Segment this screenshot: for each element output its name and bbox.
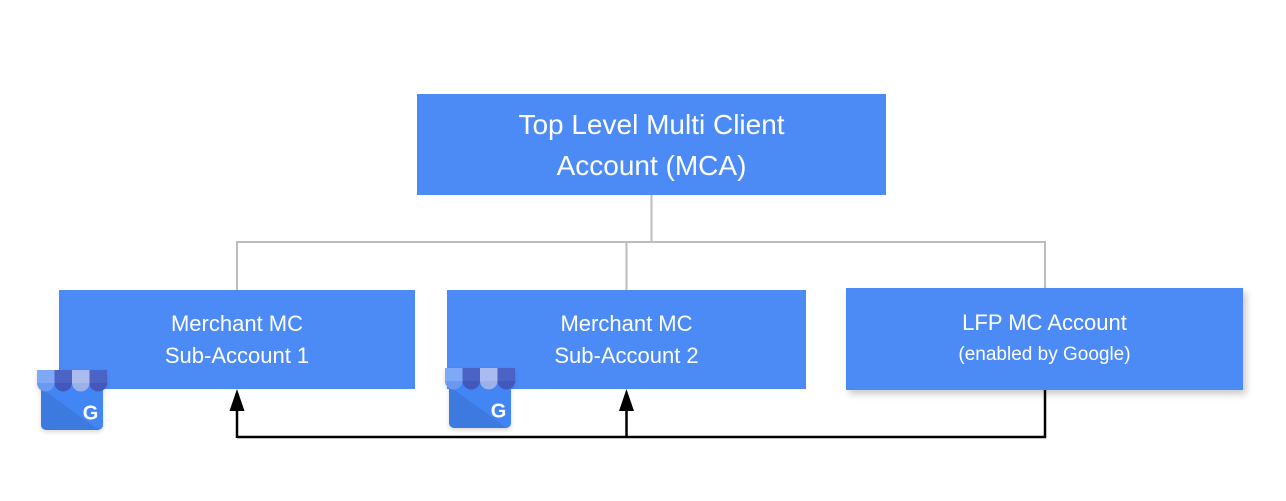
storefront-body (449, 382, 511, 428)
google-my-business-icon: G (37, 370, 107, 430)
flow-arrowheads (229, 389, 634, 411)
node-label-line: Merchant MC (560, 310, 693, 336)
node-label-line: LFP MC Account (962, 310, 1127, 335)
storefront-body (41, 384, 103, 430)
flow-connector (235, 390, 1047, 439)
arrowhead-to-sub-account-2 (619, 389, 634, 411)
node-label-line: Sub-Account 2 (554, 342, 699, 368)
node-lfp-mc-account: LFP MC Account (enabled by Google) (846, 288, 1243, 390)
storefront-awning (37, 370, 107, 392)
node-label-line: Top Level Multi Client (518, 108, 785, 140)
node-label-line: Sub-Account 1 (164, 342, 310, 368)
node-merchant-sub-account-1: Merchant MC Sub-Account 1 (59, 290, 415, 389)
node-label-line: Account (MCA) (556, 149, 747, 181)
storefront-shade (41, 388, 99, 430)
arrowhead-to-sub-account-1 (229, 389, 245, 411)
node-top-level-mca: Top Level Multi Client Account (MCA) (417, 94, 886, 195)
node-label-line: (enabled by Google) (958, 344, 1131, 365)
node-label-line: Merchant MC (170, 310, 304, 336)
google-g-letter: G (491, 401, 507, 423)
tree-connector (236, 195, 1046, 290)
google-g-letter: G (83, 403, 99, 425)
storefront-shade (449, 386, 507, 428)
google-my-business-icon: G (445, 368, 515, 428)
storefront-awning (445, 368, 515, 390)
